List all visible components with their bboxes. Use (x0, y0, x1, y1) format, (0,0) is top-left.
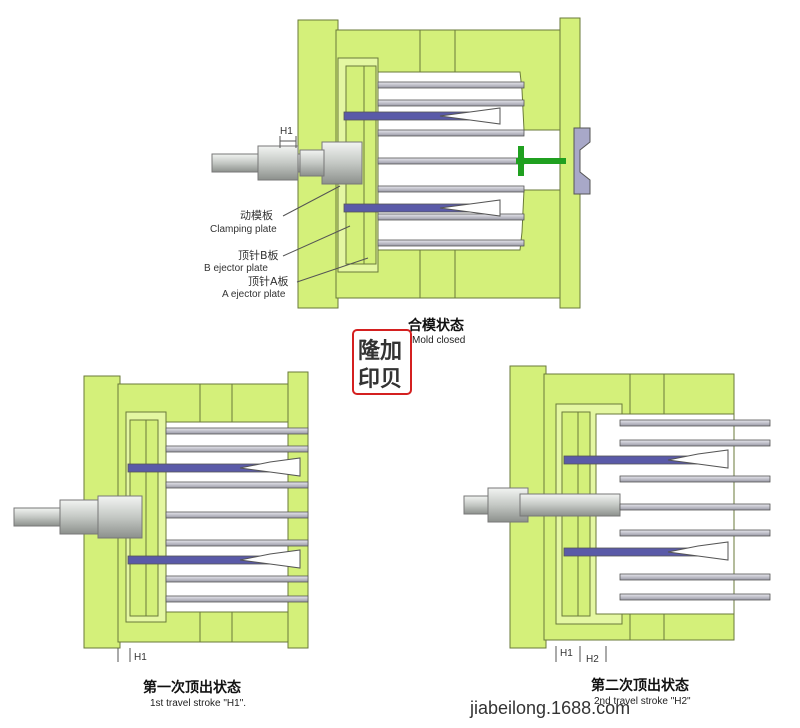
h2-label-right: H2 (586, 654, 599, 665)
b-ejector-cn: 顶针B板 (238, 248, 279, 262)
h1-label-top: H1 (280, 126, 293, 137)
h1-label-right: H1 (560, 648, 573, 659)
b-ejector-en: B ejector plate (204, 263, 268, 274)
watermark: jiabeilong.1688.com (469, 698, 630, 718)
caption-cn-left: 第一次顶出状态 (143, 679, 241, 696)
top-mold: H1 动模板 Clamping plate 顶针B板 B ejector pla… (204, 17, 591, 346)
a-ejector-cn: 顶针A板 (248, 274, 289, 288)
clamping-plate-cn: 动模板 (240, 208, 273, 222)
caption-cn-top: 合模状态 (408, 317, 464, 334)
caption-en-right: 2nd travel stroke "H2" (594, 696, 691, 707)
h1-label-left: H1 (134, 652, 147, 663)
clamping-plate-en: Clamping plate (210, 224, 277, 235)
a-ejector-en: A ejector plate (222, 289, 286, 300)
caption-en-left: 1st travel stroke "H1". (150, 698, 246, 709)
caption-en-top: Mold closed (412, 335, 465, 346)
stamp-line1: 隆加 (358, 339, 402, 364)
caption-cn-right: 第二次顶出状态 (591, 677, 689, 694)
red-stamp: 隆加 印贝 (352, 329, 412, 395)
left-mold: H1 第一次顶出状态 1st travel stroke "H1". (13, 371, 309, 709)
ejector-b-plate (363, 65, 377, 265)
stamp-line2: 印贝 (358, 367, 402, 392)
right-mold: H1 H2 第二次顶出状态 2nd travel stroke "H2" (463, 365, 771, 707)
